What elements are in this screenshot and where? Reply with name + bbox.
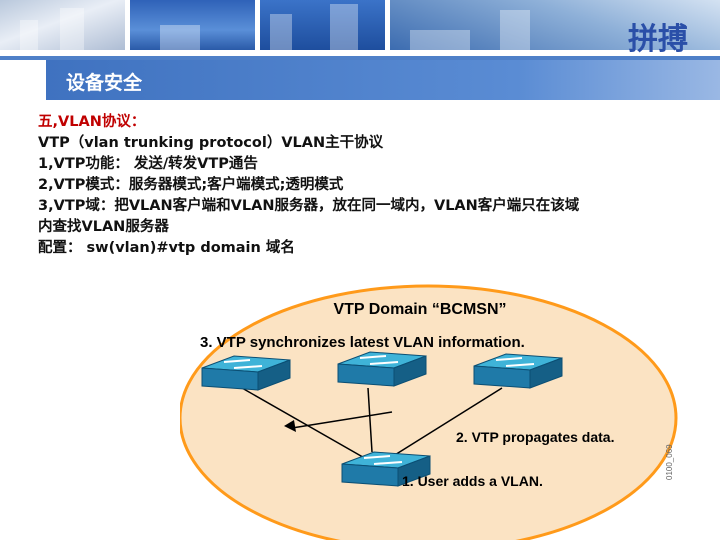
header-photo-4: [390, 0, 720, 50]
vtp-domain-ellipse: [178, 284, 678, 545]
title-bar: 设备安全: [46, 60, 720, 100]
body-line-vtp-domain-cont: 内查找VLAN服务器: [38, 219, 169, 235]
switch-right-icon: [473, 353, 563, 389]
link-left: [241, 387, 369, 461]
propagation-arrow: [291, 411, 393, 429]
header-photo-3: [260, 0, 385, 50]
vtp-diagram-svg: VTP Domain “BCMSN” 3. VTP synchronizes l…: [178, 284, 678, 545]
link-middle: [367, 387, 373, 453]
figure-id-label: 0100_069: [665, 444, 674, 480]
header-photo-2: [130, 0, 255, 50]
body-line-vtp-definition: VTP（vlan trunking protocol）VLAN主干协议: [38, 135, 384, 151]
slide-title: 设备安全: [66, 72, 143, 94]
header-banner: 拼搏: [0, 0, 720, 62]
body-line-config: 配置： sw(vlan)#vtp domain 域名: [38, 240, 295, 256]
switch-bottom-icon: [341, 451, 431, 487]
vtp-domain-label: VTP Domain “BCMSN”: [333, 301, 506, 318]
vtp-diagram: VTP Domain “BCMSN” 3. VTP synchronizes l…: [178, 280, 680, 545]
body-line-vtp-function: 1,VTP功能： 发送/转发VTP通告: [38, 156, 258, 172]
body-line-heading: 五,VLAN协议：: [38, 114, 146, 130]
propagation-arrow-head: [284, 420, 296, 432]
switch-middle-icon: [337, 351, 427, 387]
body-line-vtp-modes: 2,VTP模式：服务器模式;客户端模式;透明模式: [38, 177, 344, 193]
switch-left-icon: [201, 355, 291, 391]
slide-body: 五,VLAN协议： VTP（vlan trunking protocol）VLA…: [38, 112, 579, 259]
brand-logo-text: 拼搏: [628, 22, 688, 57]
link-right: [389, 387, 503, 459]
step3-label: 3. VTP synchronizes latest VLAN informat…: [200, 334, 525, 351]
step2-label: 2. VTP propagates data.: [456, 429, 614, 445]
body-line-vtp-domain: 3,VTP域：把VLAN客户端和VLAN服务器，放在同一域内，VLAN客户端只在…: [38, 198, 580, 214]
header-photo-1: [0, 0, 125, 50]
header-divider: [0, 56, 720, 60]
step1-label: 1. User adds a VLAN.: [402, 473, 543, 489]
